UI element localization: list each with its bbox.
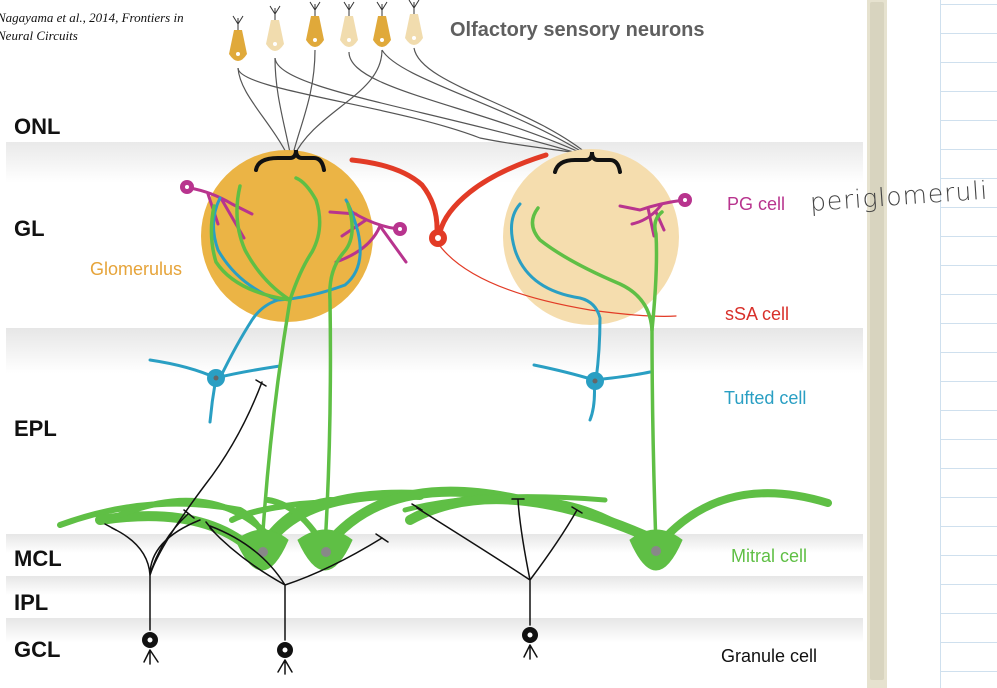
- notes-rule: [940, 33, 997, 34]
- notes-rule: [940, 120, 997, 121]
- notes-rule: [940, 584, 997, 585]
- osn-neuron: [373, 1, 391, 47]
- citation-line-2: Neural Circuits: [0, 28, 78, 43]
- notes-margin-line: [940, 0, 941, 688]
- notes-rule: [940, 439, 997, 440]
- mitral-cell-label: Mitral cell: [731, 546, 808, 566]
- olfactory-circuit-diagram: [57, 0, 832, 675]
- mitral-cells: [57, 176, 832, 571]
- notes-rule: [940, 468, 997, 469]
- osn-neuron: [266, 5, 284, 51]
- ssa-cell-label: sSA cell: [725, 304, 790, 324]
- osn-axons: [237, 47, 592, 159]
- notes-rule: [940, 91, 997, 92]
- osn-neuron: [229, 15, 247, 61]
- scrollbar-thumb[interactable]: [870, 2, 884, 680]
- glomerulus-label: Glomerulus: [90, 259, 183, 279]
- layer-label-onl: ONL: [14, 114, 61, 139]
- notes-rule: [940, 178, 997, 179]
- layer-label-gl: GL: [14, 216, 45, 241]
- ipl-layer-band: [6, 576, 863, 618]
- notes-rule: [940, 236, 997, 237]
- pg-cell-label: PG cell: [727, 194, 786, 214]
- olfactory-bulb-figure: Nagayama et al., 2014, Frontiers in Neur…: [0, 0, 863, 688]
- notes-rule: [940, 62, 997, 63]
- notes-rule: [940, 294, 997, 295]
- notes-rule: [940, 410, 997, 411]
- olfactory-sensory-neurons: [229, 0, 423, 61]
- notes-rule: [940, 497, 997, 498]
- notes-rule: [940, 323, 997, 324]
- notes-rule: [940, 207, 997, 208]
- diagram-title: Olfactory sensory neurons: [450, 19, 705, 41]
- notes-rule: [940, 613, 997, 614]
- layer-label-epl: EPL: [14, 416, 57, 441]
- notes-rule: [940, 642, 997, 643]
- layer-label-gcl: GCL: [14, 637, 61, 662]
- notes-rule: [940, 526, 997, 527]
- notes-rule: [940, 352, 997, 353]
- osn-neuron: [340, 1, 358, 47]
- vertical-scrollbar[interactable]: [867, 0, 887, 688]
- notes-rule: [940, 4, 997, 5]
- granule-cell-label: Granule cell: [721, 646, 818, 666]
- osn-neuron: [306, 1, 324, 47]
- citation-line-1: Nagayama et al., 2014, Frontiers in: [0, 10, 184, 25]
- notes-rule: [940, 381, 997, 382]
- layer-label-mcl: MCL: [14, 546, 62, 571]
- axon-terminals: [254, 149, 622, 174]
- layer-label-ipl: IPL: [14, 590, 49, 615]
- notes-rule: [940, 265, 997, 266]
- notes-rule: [940, 149, 997, 150]
- osn-neuron: [405, 0, 423, 45]
- tufted-cell-label: Tufted cell: [724, 388, 807, 408]
- right-glomerulus: [503, 149, 679, 325]
- notes-rule: [940, 671, 997, 672]
- granule-cells: [104, 379, 583, 675]
- notes-rule: [940, 555, 997, 556]
- notes-pane[interactable]: [887, 0, 997, 688]
